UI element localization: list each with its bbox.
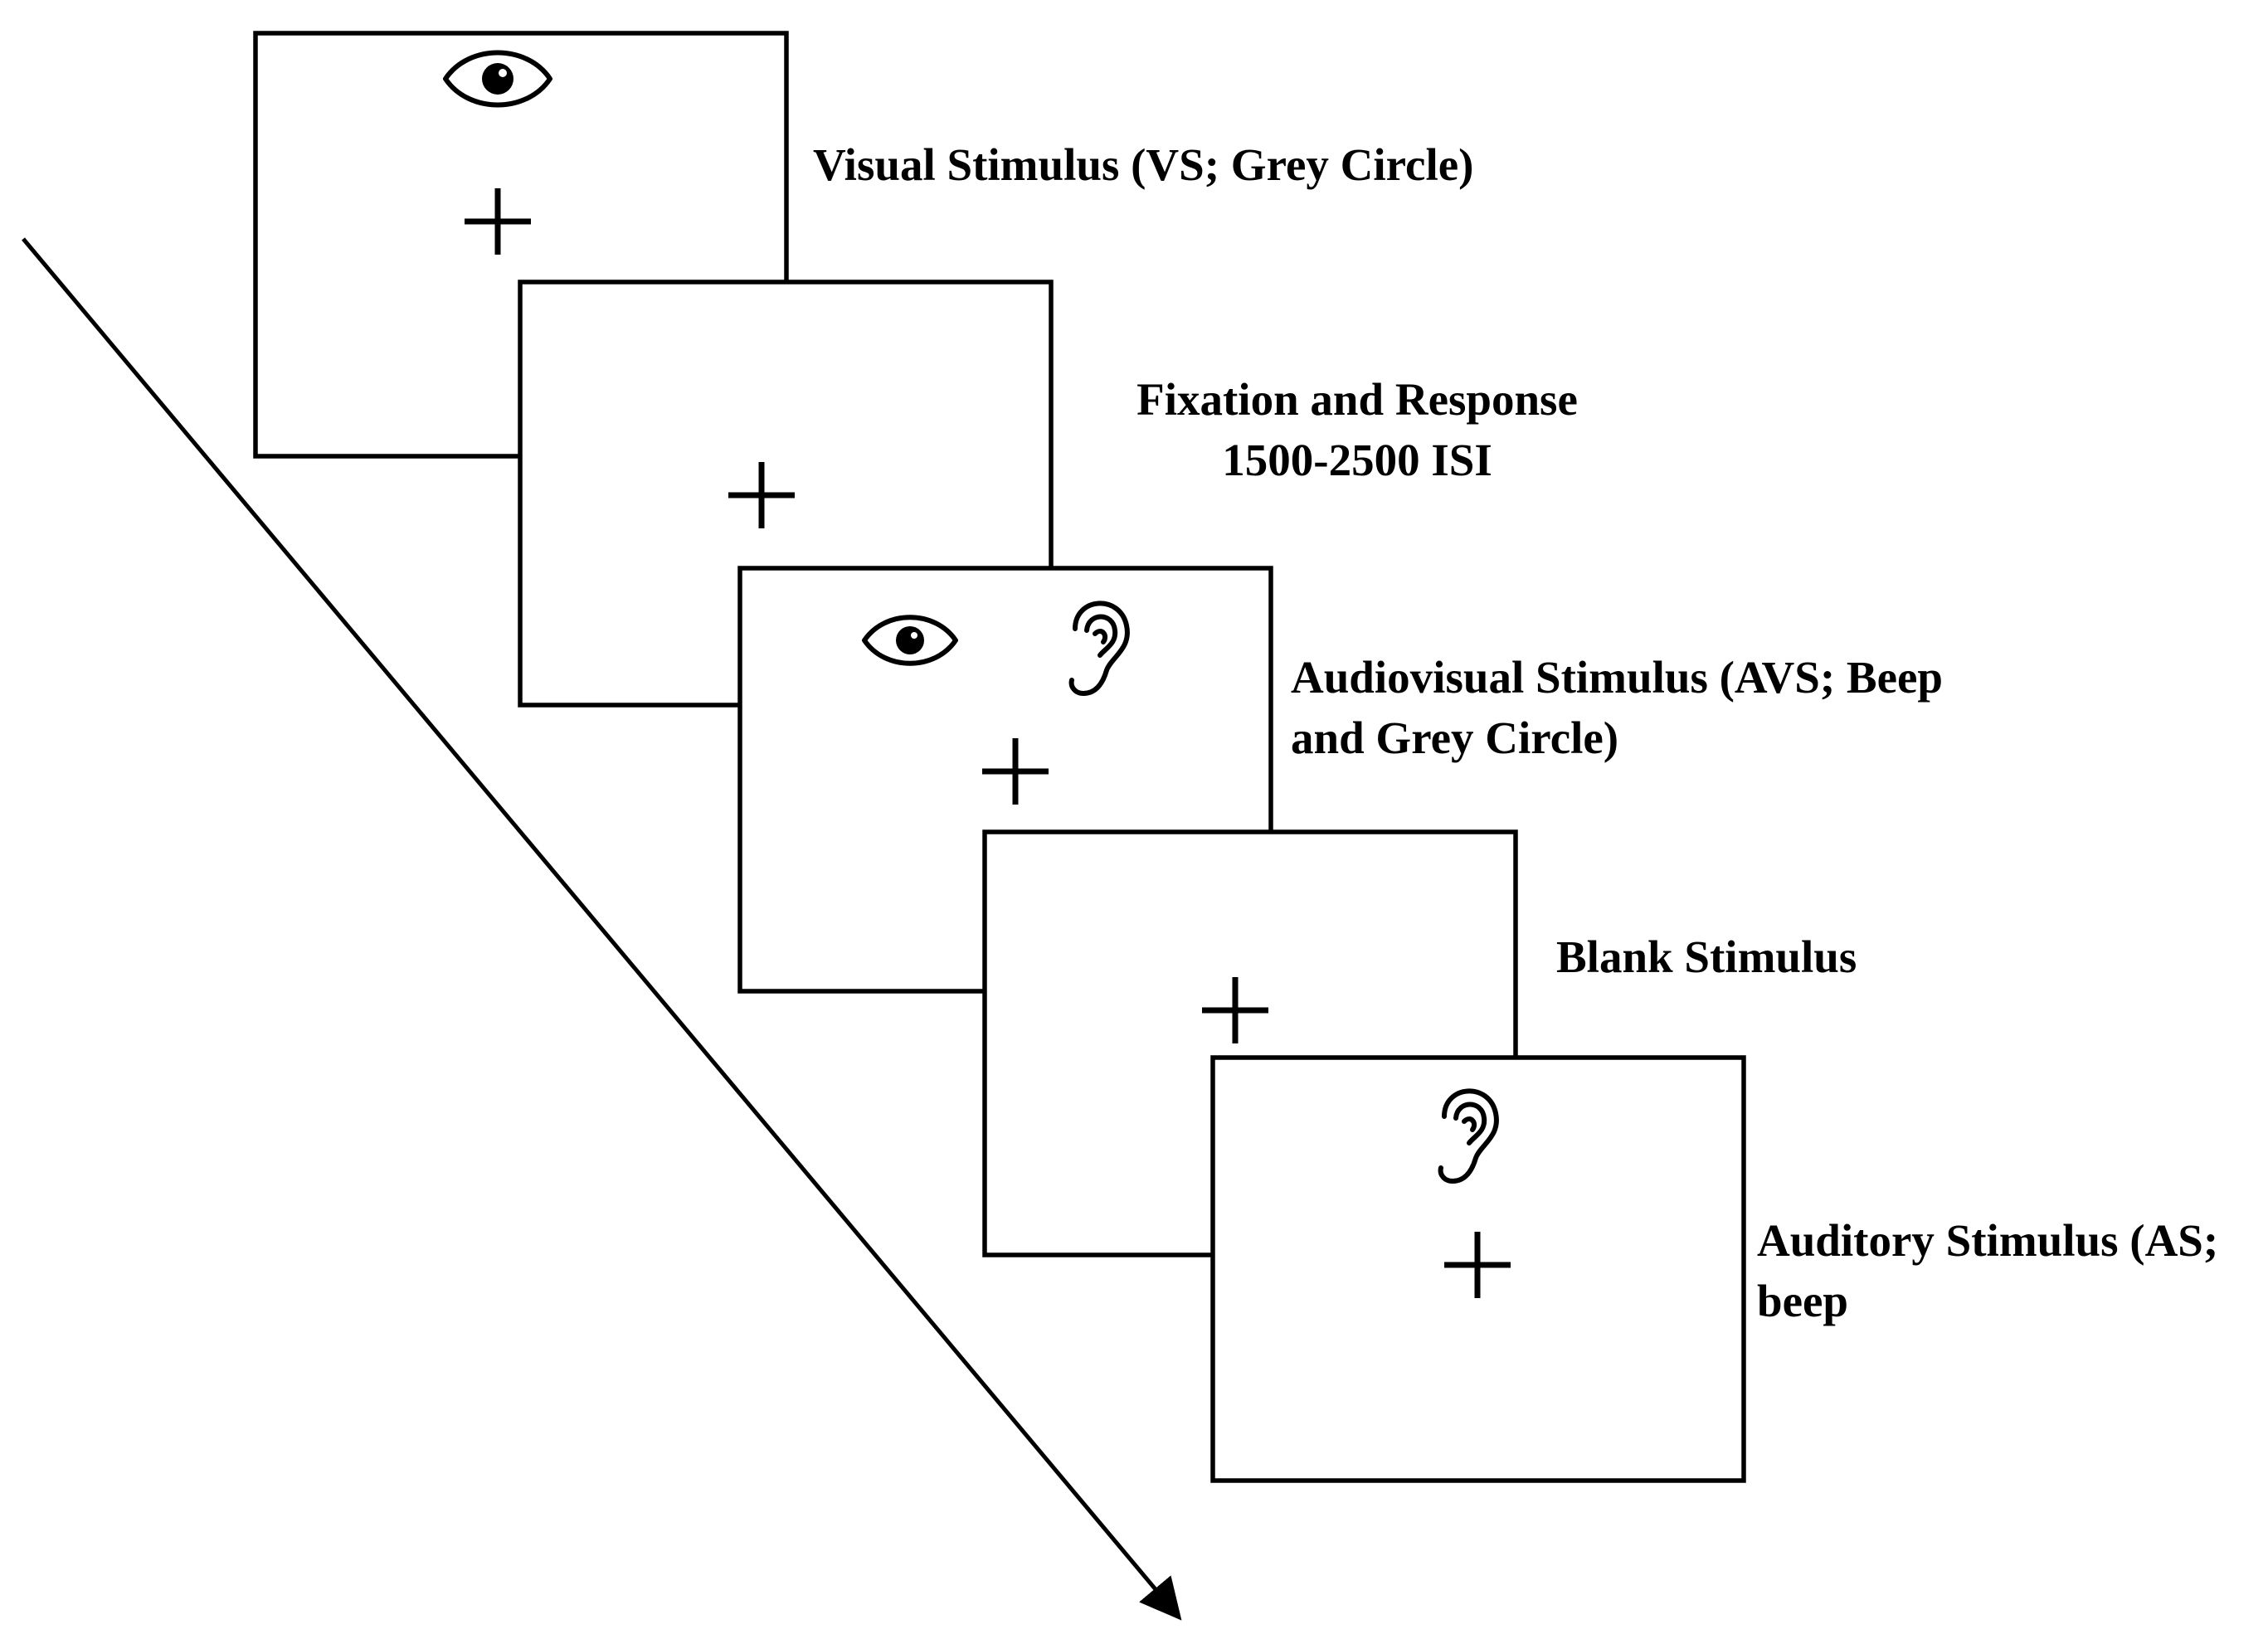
frame-auditory-stimulus xyxy=(1210,1055,1746,1483)
fixation-cross xyxy=(1444,1232,1511,1298)
time-arrow xyxy=(22,237,1182,1621)
label-fixation-response-line2: 1500-2500 ISI xyxy=(1222,435,1492,485)
fixation-cross xyxy=(465,188,531,255)
label-auditory-line1: Auditory Stimulus (AS; xyxy=(1757,1215,2218,1266)
label-fixation-response-line1: Fixation and Response xyxy=(1136,374,1578,425)
eye-icon xyxy=(862,615,958,666)
eye-icon xyxy=(443,50,552,108)
label-auditory-line2: beep xyxy=(1757,1276,1848,1326)
fixation-cross xyxy=(1202,977,1268,1043)
label-visual-stimulus: Visual Stimulus (VS; Grey Circle) xyxy=(813,139,1473,190)
fixation-cross xyxy=(982,738,1049,805)
label-blank-stimulus: Blank Stimulus xyxy=(1556,931,1857,982)
ear-icon xyxy=(1068,601,1130,696)
ear-icon xyxy=(1438,1088,1499,1184)
fixation-cross xyxy=(728,462,795,528)
label-audiovisual-line1: Audiovisual Stimulus (AVS; Beep xyxy=(1291,652,1943,703)
label-audiovisual-line2: and Grey Circle) xyxy=(1291,713,1618,763)
